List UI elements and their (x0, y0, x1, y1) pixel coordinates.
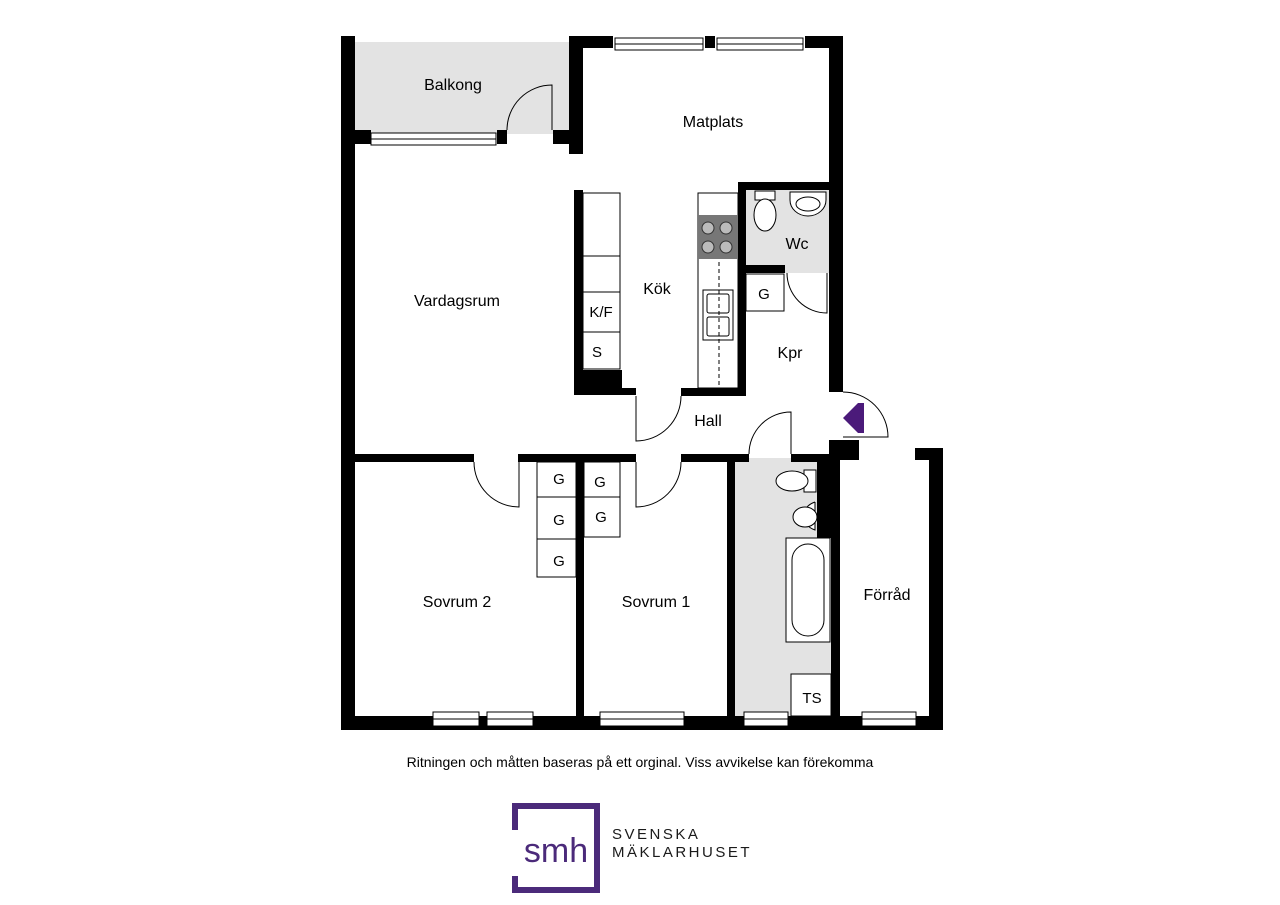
wardrobes (536, 461, 621, 578)
doors (473, 84, 889, 508)
balcony-area (355, 42, 569, 134)
kitchen-counter (697, 192, 739, 389)
brand-line-2: MÄKLARHUSET (612, 844, 753, 861)
fixture-label-g: G (594, 474, 606, 491)
svg-text:smh: smh (524, 832, 588, 870)
brand-name: SVENSKA MÄKLARHUSET (612, 826, 752, 862)
smh-logo-icon: smh (512, 803, 600, 893)
fixture-label-g: G (553, 553, 565, 570)
fixture-label-kf: K/F (589, 304, 612, 321)
fixture-label-ts: TS (802, 690, 821, 707)
room-label-kok: Kök (643, 281, 672, 298)
entrance-arrow-icon (843, 403, 864, 433)
fixture-label-s: S (592, 344, 602, 361)
room-label-kpr: Kpr (778, 345, 804, 362)
kitchen-cabinets (582, 192, 621, 370)
room-label-sovrum1: Sovrum 1 (622, 594, 691, 611)
fixture-label-g: G (595, 509, 607, 526)
bathroom-fixtures (775, 469, 832, 717)
wc-fixtures (745, 190, 827, 312)
room-label-sovrum2: Sovrum 2 (423, 594, 492, 611)
disclaimer-text: Ritningen och måtten baseras på ett orgi… (406, 754, 874, 770)
fixture-label-g-kpr: G (758, 286, 770, 303)
room-label-vardagsrum: Vardagsrum (414, 293, 500, 310)
room-label-hall: Hall (694, 413, 722, 430)
fixture-label-g: G (553, 471, 565, 488)
room-label-matplats: Matplats (683, 114, 743, 131)
room-label-balkong: Balkong (424, 77, 482, 94)
room-label-forrad: Förråd (863, 586, 910, 604)
fixture-label-g: G (553, 512, 565, 529)
brand-line-1: SVENSKA (612, 826, 701, 843)
room-label-wc: Wc (785, 236, 808, 253)
